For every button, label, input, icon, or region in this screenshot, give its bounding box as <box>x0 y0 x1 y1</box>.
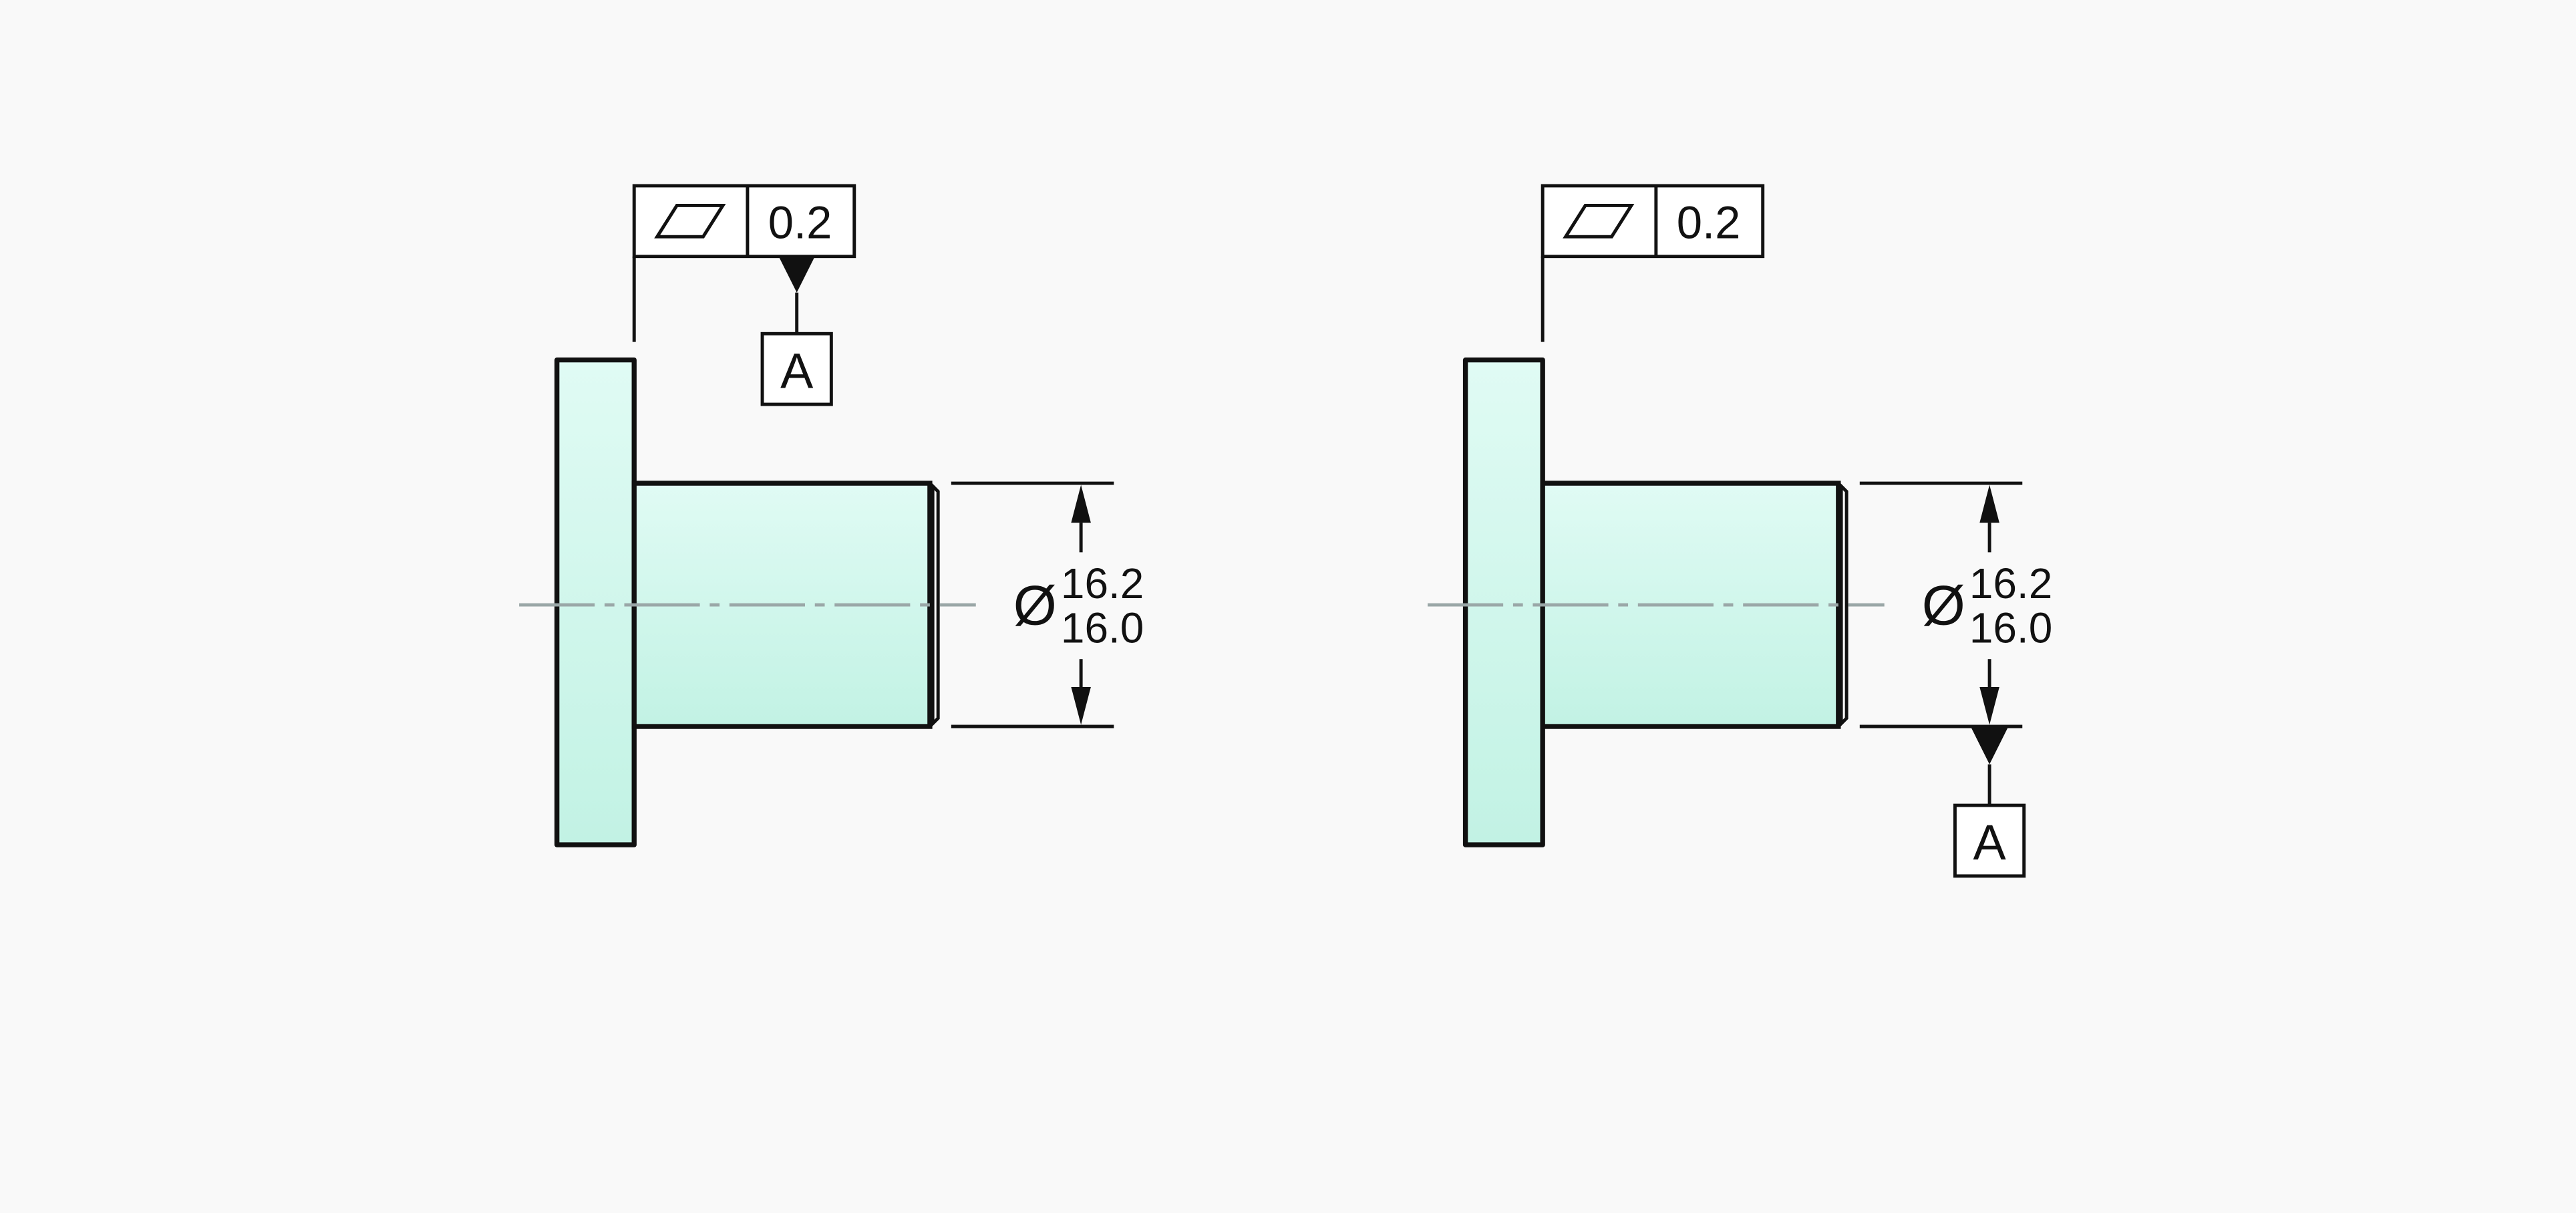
flatness-icon <box>654 204 726 239</box>
datum-triangle-right <box>1971 728 2008 765</box>
arrow-down-right <box>1979 687 1999 725</box>
part-left <box>554 357 940 847</box>
feature-control-frame-left: 0.2 <box>632 184 856 259</box>
datum-feature-right: A <box>1953 728 2026 878</box>
feature-control-frame-right: 0.2 <box>1541 184 1765 259</box>
diameter-dimension-right: Ø 16.2 16.0 <box>1859 481 2052 728</box>
datum-triangle-left <box>778 256 815 293</box>
diameter-symbol-right: Ø <box>1922 574 1965 637</box>
arrow-up-left <box>1071 485 1091 523</box>
upper-limit-right: 16.2 <box>1969 559 2052 608</box>
part-right <box>1462 357 1848 847</box>
flatness-icon <box>1563 204 1635 239</box>
view-left: 0.2 A Ø 16.2 16.0 <box>519 184 1144 847</box>
diameter-dimension-left: Ø 16.2 16.0 <box>951 481 1144 728</box>
flange-right <box>1462 357 1545 847</box>
lower-limit-right: 16.0 <box>1969 604 2052 652</box>
datum-letter-right: A <box>1973 815 2006 870</box>
view-right: 0.2 Ø 16.2 16.0 A <box>1428 184 2052 878</box>
diameter-symbol-left: Ø <box>1013 574 1057 637</box>
flange-left <box>554 357 637 847</box>
arrow-up-right <box>1979 485 1999 523</box>
upper-limit-left: 16.2 <box>1061 559 1144 608</box>
datum-letter-left: A <box>780 343 814 398</box>
lower-limit-left: 16.0 <box>1061 604 1144 652</box>
arrow-down-left <box>1071 687 1091 725</box>
datum-feature-left: A <box>760 256 833 406</box>
tolerance-value-right: 0.2 <box>1677 197 1741 249</box>
tolerance-value-left: 0.2 <box>768 197 832 249</box>
